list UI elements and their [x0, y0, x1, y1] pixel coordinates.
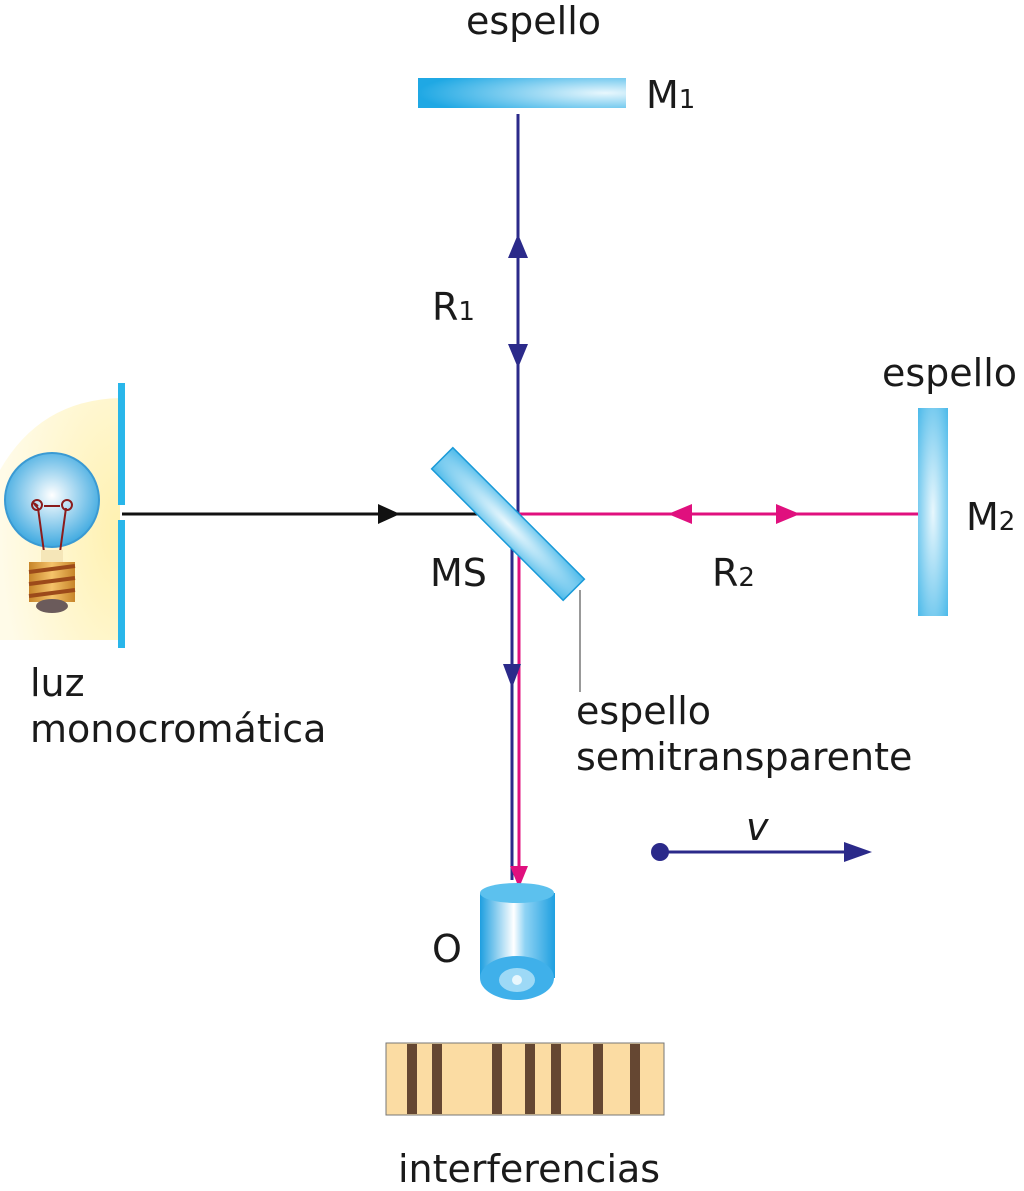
arrow-down-icon	[503, 664, 521, 688]
pattern-label: interferencias	[398, 1147, 661, 1191]
arrow-left-icon	[668, 504, 692, 524]
mirror2-letter: M	[966, 495, 999, 539]
ray1-letter: R	[432, 285, 459, 329]
observer-lens	[480, 883, 555, 1000]
fringe	[525, 1044, 535, 1114]
ray2-sub: 2	[738, 563, 755, 593]
fringe	[593, 1044, 603, 1114]
fringe	[407, 1044, 417, 1114]
fringe	[432, 1044, 442, 1114]
arrow-up-icon	[508, 234, 528, 258]
mirror1-letter: M	[646, 73, 679, 117]
slit-screen-bottom	[118, 520, 125, 648]
beam-splitter	[430, 446, 586, 602]
arrow-icon	[378, 504, 400, 524]
mirror-m1	[418, 78, 626, 108]
arrow-right-icon	[844, 842, 872, 862]
ray2-label: R2	[712, 554, 755, 592]
mirror1-label: M1	[646, 76, 695, 114]
mirror2-sub: 2	[998, 507, 1016, 537]
splitter-desc-line1: espello	[576, 689, 712, 733]
arrow-down-icon	[508, 344, 528, 368]
ray2-letter: R	[712, 551, 739, 595]
mirror1-sub: 1	[678, 85, 696, 115]
mirror2-title: espello	[882, 351, 1018, 395]
fringe	[492, 1044, 502, 1114]
observer-label: O	[432, 927, 462, 971]
mirror1-title: espello	[466, 0, 602, 43]
mirror-m2	[918, 408, 948, 616]
light-bulb-icon	[4, 452, 100, 613]
fringe	[630, 1044, 640, 1114]
velocity-label: v	[746, 805, 769, 849]
arrow-right-icon	[776, 504, 800, 524]
splitter-desc-line2: semitransparente	[576, 735, 913, 779]
slit-screen-top	[118, 383, 125, 505]
arrow-down-icon	[510, 866, 528, 888]
interference-pattern	[385, 1042, 665, 1116]
ray1-label: R1	[432, 288, 475, 326]
splitter-label: MS	[430, 551, 487, 595]
mirror2-label: M2	[966, 498, 1015, 536]
source-line2: monocromática	[30, 707, 327, 751]
source-line1: luz	[30, 661, 85, 705]
ray1-sub: 1	[458, 297, 475, 327]
fringe	[551, 1044, 561, 1114]
